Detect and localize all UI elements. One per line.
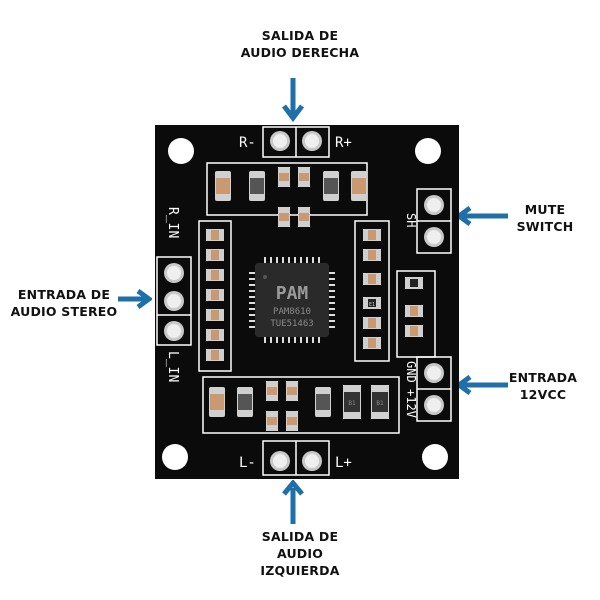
label-line: AUDIO DERECHA xyxy=(240,45,360,60)
left-resistor-column xyxy=(198,220,232,372)
solder-pad xyxy=(164,321,184,341)
component-mark: E1 xyxy=(369,302,375,308)
callout-mute-switch-label: MUTE SWITCH xyxy=(510,201,580,235)
solder-pad xyxy=(302,451,322,471)
mounting-hole xyxy=(422,444,448,470)
amplifier-chip: PAM PAM8610 TUE51463 xyxy=(249,257,335,343)
right-output-header: R- R+ xyxy=(239,126,352,158)
silk-r-in: R_IN xyxy=(165,207,180,238)
solder-pad xyxy=(270,131,290,151)
silk-sh: SH xyxy=(404,213,418,227)
solder-pad xyxy=(164,263,184,283)
arrow-left-icon xyxy=(456,375,508,395)
component-mark: B1 xyxy=(376,400,384,407)
solder-pad xyxy=(270,451,290,471)
mute-switch-header: SH xyxy=(404,188,452,254)
label-line: SALIDA DE xyxy=(261,28,339,43)
power-input-header: GND +12V xyxy=(404,356,452,422)
arrow-right-icon xyxy=(118,289,152,309)
solder-pad xyxy=(164,291,184,311)
silk-r-minus: R- xyxy=(239,135,256,151)
stereo-input-header: R_IN L_IN xyxy=(156,207,192,382)
label-line: IZQUIERDA xyxy=(260,563,340,578)
chip-logo: PAM xyxy=(276,283,309,304)
arrow-up-icon xyxy=(282,480,304,524)
component-mark: B1 xyxy=(348,400,356,407)
silk-l-in: L_IN xyxy=(165,351,180,382)
callout-stereo-input-label: ENTRADA DE AUDIO STEREO xyxy=(10,286,118,320)
right-resistor-block: E1 xyxy=(354,220,436,362)
bottom-components: B1 B1 xyxy=(202,376,400,434)
top-components xyxy=(206,162,368,227)
mounting-hole xyxy=(168,138,194,164)
callout-left-output-label: SALIDA DE AUDIO IZQUIERDA xyxy=(240,528,360,579)
label-line: MUTE xyxy=(524,202,566,217)
label-line: SWITCH xyxy=(516,219,574,234)
label-line: ENTRADA DE xyxy=(17,287,111,302)
label-line: 12VCC xyxy=(519,387,567,402)
callout-right-output-label: SALIDA DE AUDIO DERECHA xyxy=(232,27,368,61)
chip-lot-number: TUE51463 xyxy=(270,319,313,329)
pcb-board: R- R+ R_IN L_IN xyxy=(155,125,459,479)
pcb-drawing: R- R+ R_IN L_IN xyxy=(156,126,452,476)
label-line: AUDIO xyxy=(276,546,324,561)
label-line: ENTRADA xyxy=(508,370,578,385)
silk-gnd: GND xyxy=(404,361,418,383)
silk-12v: +12V xyxy=(404,389,418,418)
solder-pad xyxy=(424,195,444,215)
mounting-hole xyxy=(415,138,441,164)
left-output-header: L- L+ xyxy=(239,440,352,476)
silk-l-minus: L- xyxy=(239,455,256,471)
arrow-left-icon xyxy=(456,206,508,226)
solder-pad xyxy=(424,395,444,415)
solder-pad xyxy=(424,363,444,383)
label-line: AUDIO STEREO xyxy=(10,304,118,319)
silk-l-plus: L+ xyxy=(335,455,352,471)
arrow-down-icon xyxy=(282,78,304,123)
mounting-hole xyxy=(162,444,188,470)
solder-pad xyxy=(302,131,322,151)
label-line: SALIDA DE xyxy=(261,529,339,544)
callout-power-input-label: ENTRADA 12VCC xyxy=(505,369,581,403)
chip-part-number: PAM8610 xyxy=(273,307,311,317)
silk-r-plus: R+ xyxy=(335,135,352,151)
solder-pad xyxy=(424,227,444,247)
